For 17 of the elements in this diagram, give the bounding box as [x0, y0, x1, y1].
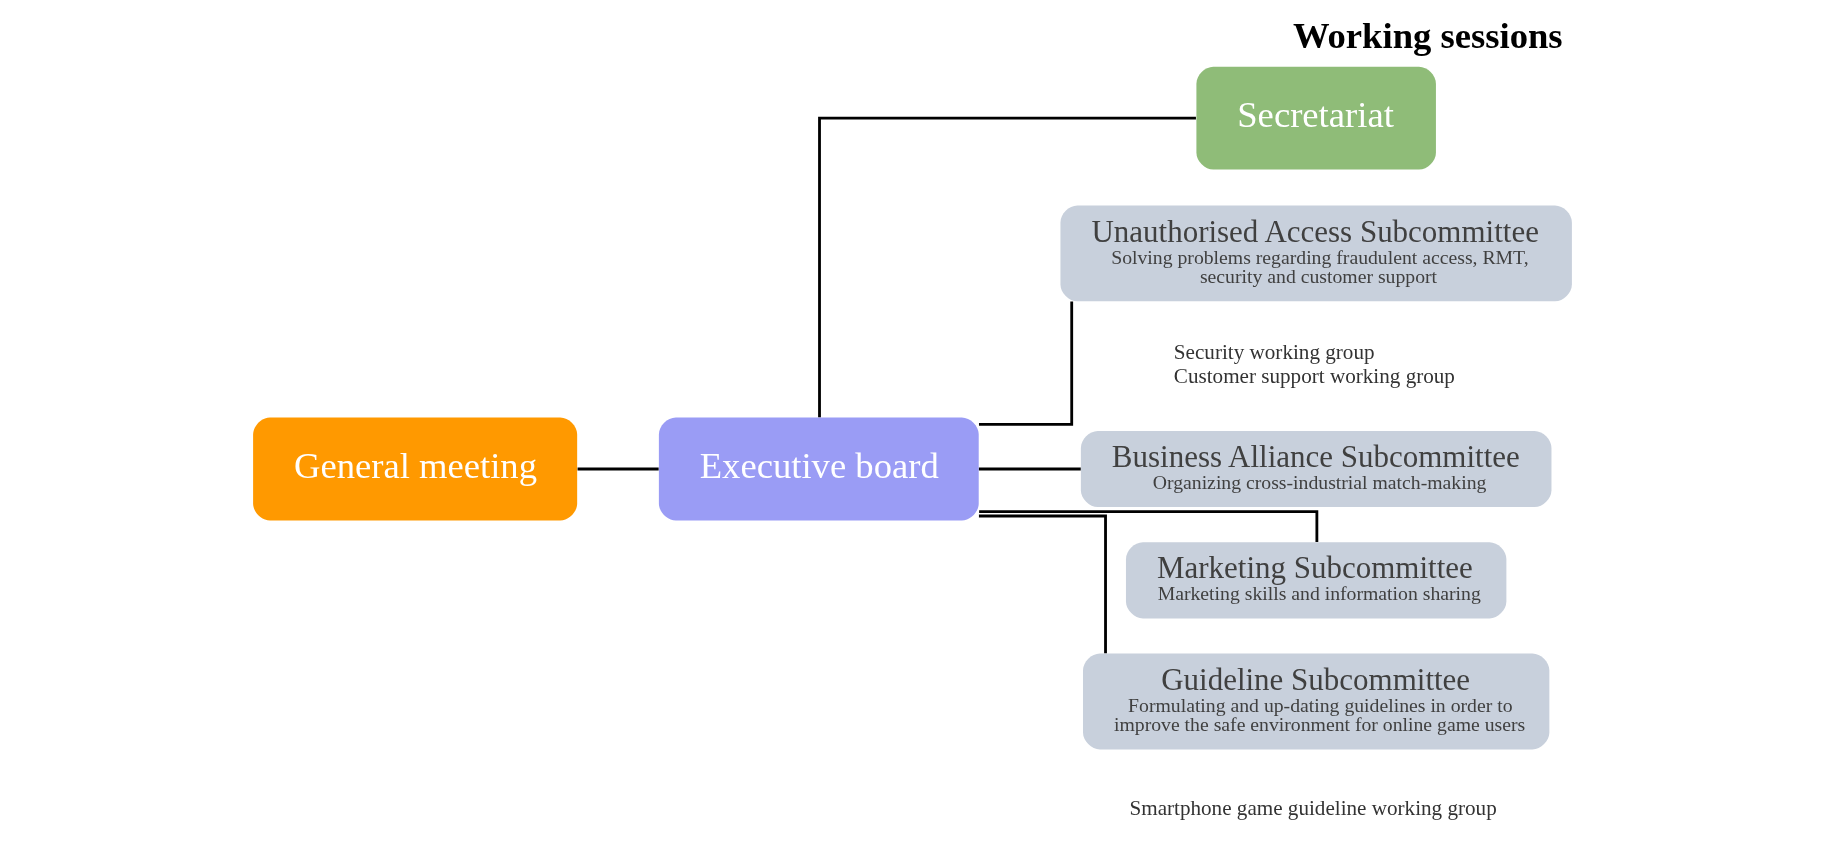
node-box: Marketing Subcommittee Marketing skills and information sharing: [1125, 541, 1507, 618]
diagram-title: Working sessions: [1292, 14, 1563, 56]
node-box: Guideline Subcommittee Formulating and up-dating guidelines in order to improve the safe environment for online game users: [1083, 653, 1550, 749]
node-label: Smartphone game guideline working group: [1129, 795, 1497, 820]
node-box: Business Alliance Subcommittee Organizing cross-industrial match-making: [1080, 430, 1552, 507]
node-label: Security working group: [1173, 339, 1375, 364]
node-label: Customer support working group: [1173, 363, 1455, 388]
node-box: General meeting: [253, 417, 578, 520]
connector: [577, 467, 659, 470]
node-box: Unauthorised Access Subcommittee Solving problems regarding fraudulent access, RMT, security and customer support: [1060, 205, 1572, 301]
node-box: Executive board: [658, 417, 979, 520]
node-box: Secretariat: [1196, 66, 1436, 170]
connector: [978, 514, 1107, 653]
connector: [979, 301, 1074, 426]
connector: [979, 509, 1319, 542]
connector: [978, 467, 1081, 470]
connector: [818, 116, 1196, 417]
